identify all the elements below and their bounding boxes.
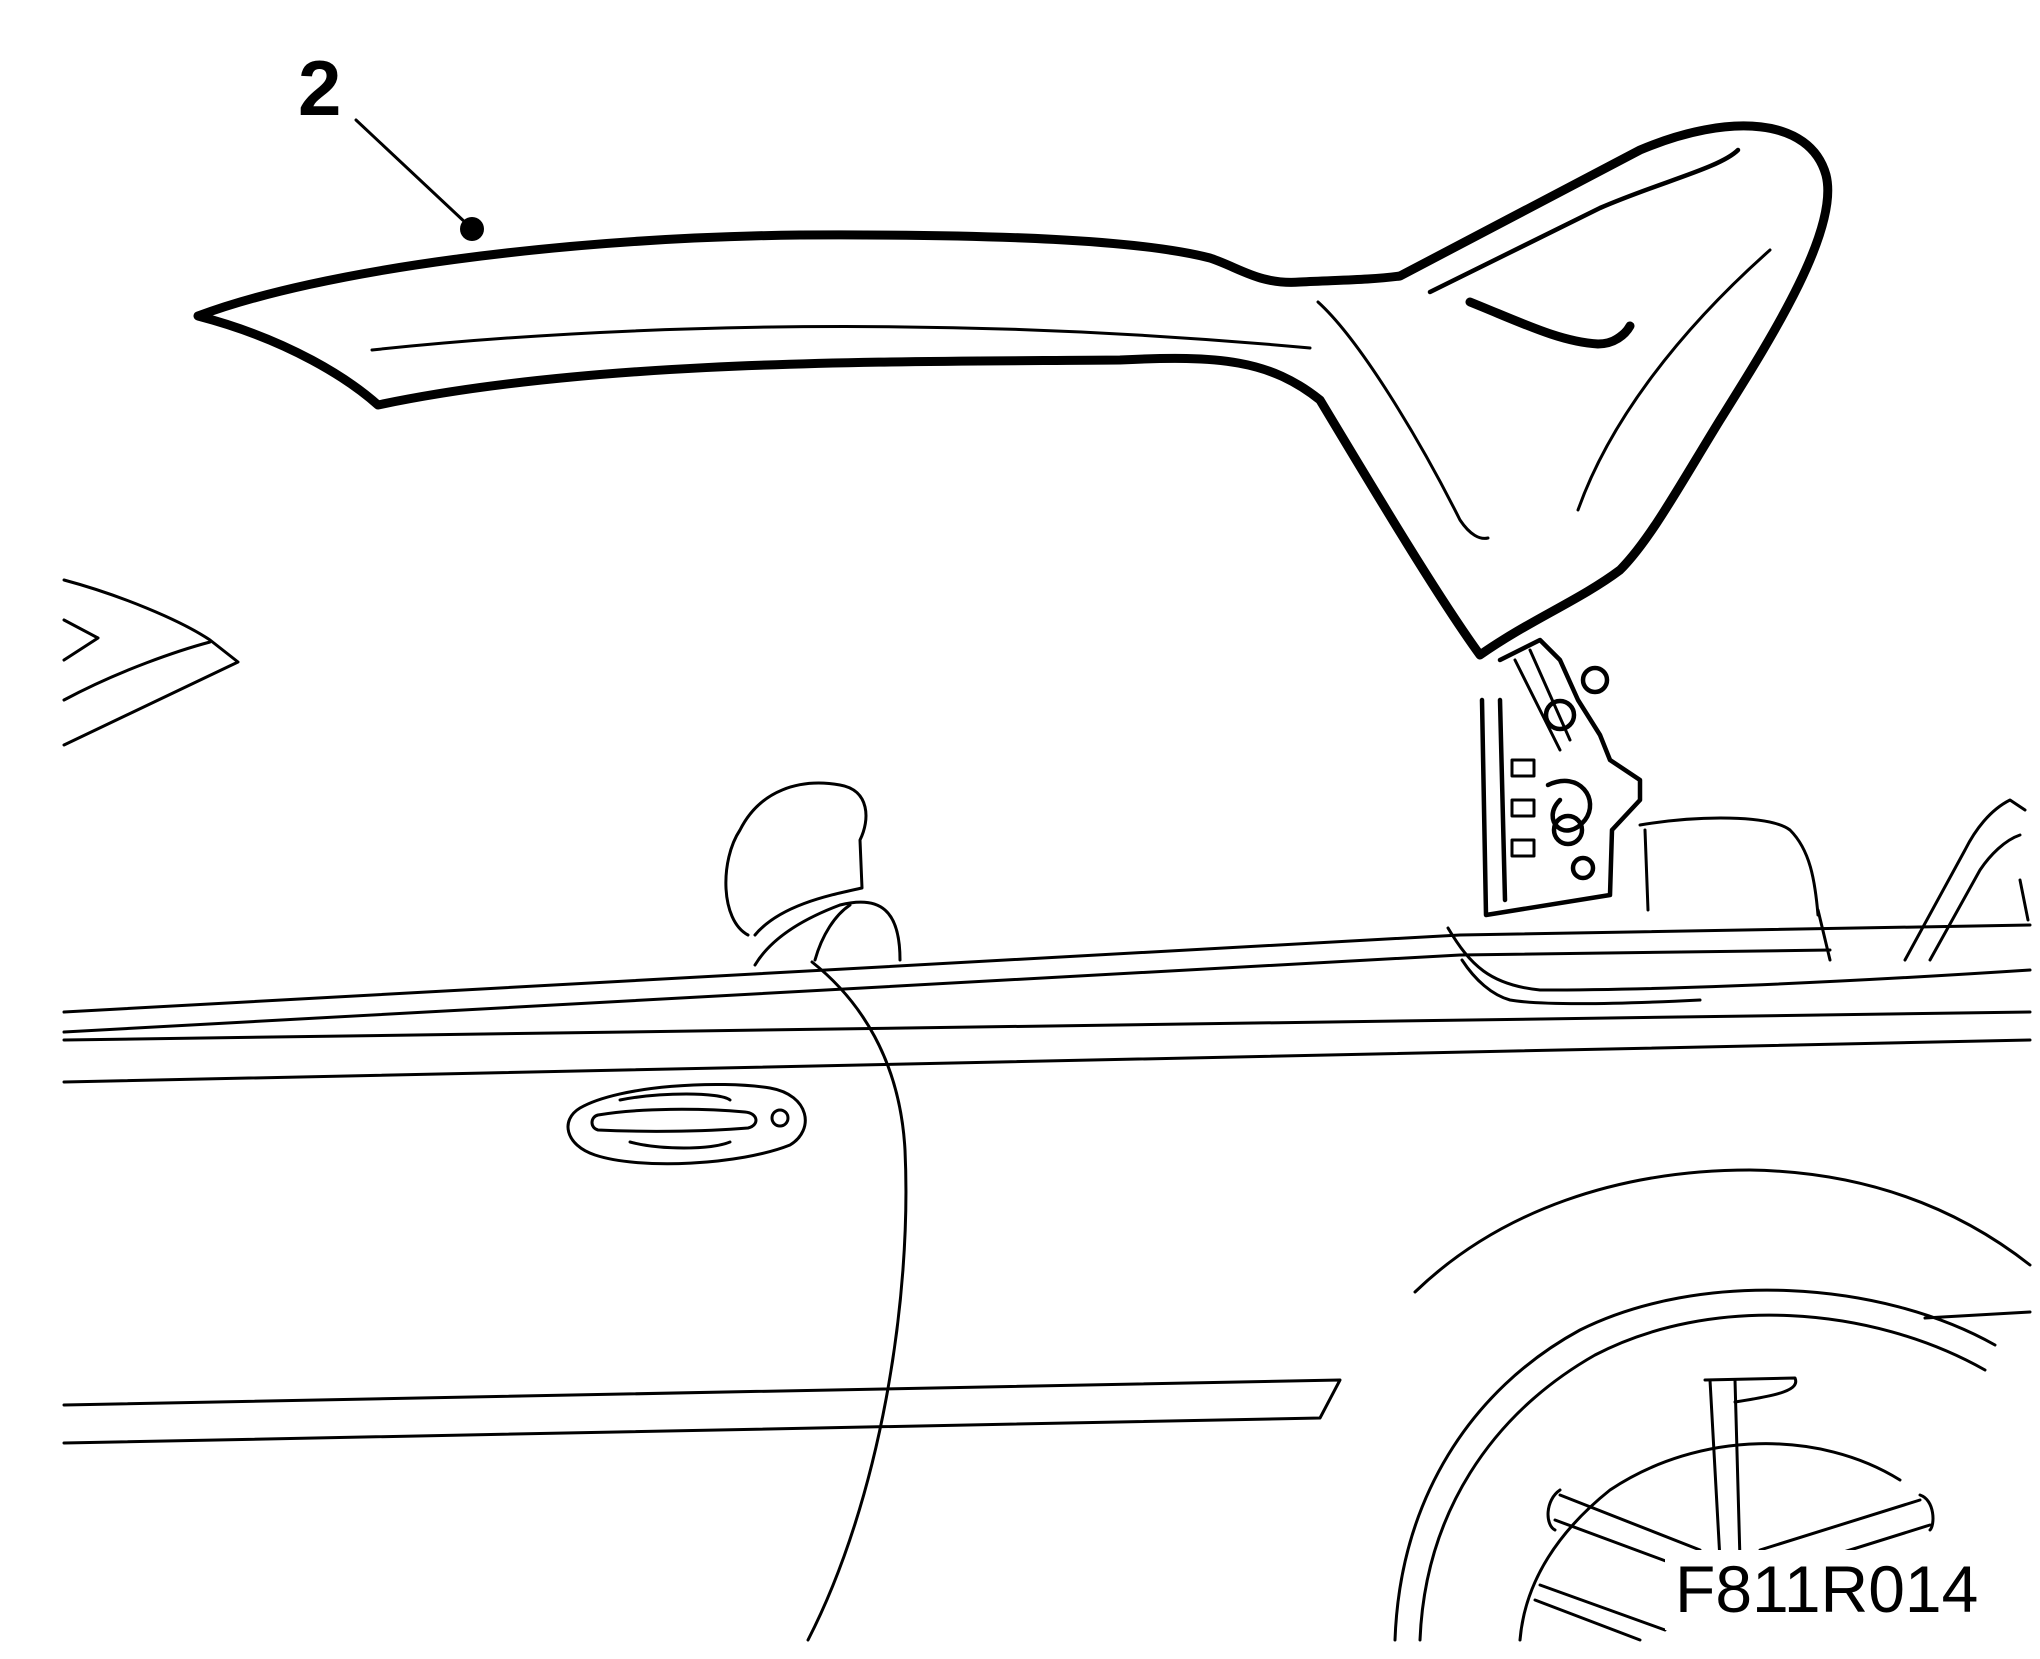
roll-bar-end (2018, 878, 2030, 922)
beltline-top (62, 923, 2032, 1014)
hinge-plate-edge (1497, 697, 1508, 903)
tonneau-cover-panel (193, 121, 1833, 660)
hinge-pivot (1543, 698, 1577, 732)
spoke-end (1918, 1493, 1935, 1532)
beltline-crease (62, 1038, 2032, 1084)
hinge-pivot (1580, 665, 1610, 695)
body-side (62, 923, 2032, 1084)
hinge-pivot (1551, 813, 1585, 847)
cover-panel-crease-long (370, 325, 1312, 352)
tire-inner (1418, 1313, 1987, 1642)
hinge-bracket (1479, 637, 1643, 918)
figure-code-background (1665, 1550, 2005, 1630)
rear-wheel (1393, 1168, 2032, 1642)
rim-inner (1518, 1442, 1902, 1642)
door-handle-recess (566, 1082, 807, 1166)
seat-back (753, 900, 902, 967)
hinge-pivot (1570, 855, 1596, 881)
door-handle (590, 1107, 758, 1133)
windshield-corner (62, 578, 240, 747)
callout-dot (460, 217, 484, 241)
hinge-arm (1513, 648, 1572, 752)
seat-seam (813, 903, 852, 962)
door-rear-edge (806, 960, 908, 1642)
cover-panel-fin-tip (1465, 297, 1635, 349)
wheel-arch (1413, 1168, 2032, 1294)
callout-2: 2 (298, 44, 484, 241)
wheel-spoke (1708, 1378, 1742, 1562)
hinge-bolt (1510, 758, 1536, 778)
rear-deck-edge (1643, 828, 1650, 912)
callout-leader-line (354, 118, 470, 227)
rear-deck (1638, 798, 2030, 962)
wheel-spoke (1533, 1583, 1667, 1642)
hinge-bolt (1510, 838, 1536, 858)
hinge-mechanism (1479, 637, 1643, 918)
cover-panel-crease-wing (1316, 300, 1490, 540)
hinge-bolt (1510, 798, 1536, 818)
cover-panel-outline (193, 121, 1833, 660)
door-handle-trim (618, 1092, 732, 1150)
rear-deck-edge (1816, 908, 1832, 962)
deck-seam (1446, 926, 2032, 992)
door (566, 960, 908, 1642)
windshield-frame-inner (62, 640, 212, 702)
figure-code: F811R014 (1675, 1552, 1978, 1626)
sill-line (1923, 1310, 2032, 1320)
side-molding (62, 1378, 1342, 1445)
rear-seat-bulge (1638, 816, 1820, 917)
tire-outer (1393, 1288, 1997, 1642)
hinge-link (1545, 778, 1593, 833)
windshield-frame-inner (62, 618, 100, 662)
wheel-spoke-top (1703, 1376, 1798, 1404)
roll-bar-inner (1928, 833, 2022, 962)
side-molding-strip (62, 1378, 1342, 1445)
door-lock (770, 1108, 790, 1128)
spoke-end (1546, 1488, 1562, 1532)
beltline-molding (62, 1010, 2032, 1042)
roll-bar (1903, 798, 2027, 962)
beltline-lower (62, 948, 1832, 1034)
windshield-frame (62, 578, 240, 747)
deck-seam-inner (1460, 958, 1702, 1006)
cover-panel-crease-wing-outer (1576, 248, 1772, 512)
headrest (724, 781, 868, 937)
callout-number: 2 (298, 44, 341, 132)
front-seat (724, 781, 902, 967)
